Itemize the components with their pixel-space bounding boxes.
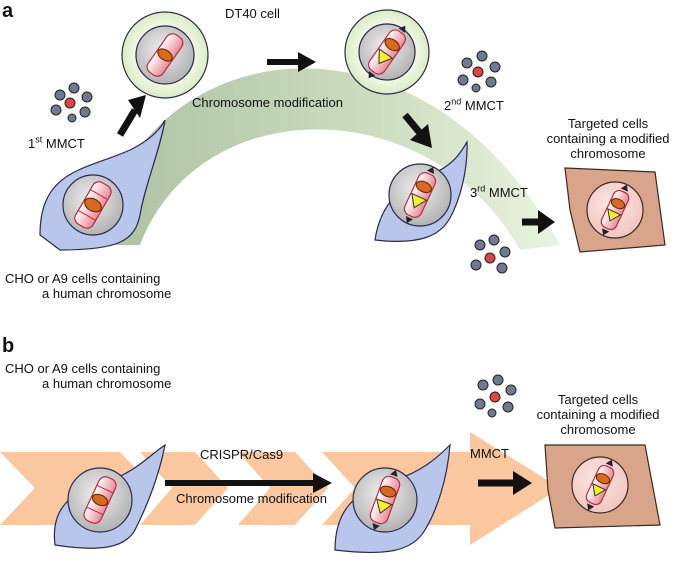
arrow-to-cho-2: [402, 112, 432, 148]
target-label-b-line1: Targeted cells: [557, 392, 639, 407]
target-cells-label-b: Targeted cells containing a modified chr…: [528, 392, 668, 437]
modification-label-b: Chromosome modification: [176, 491, 328, 506]
mmct-2-label: 2nd MMCT: [444, 96, 504, 113]
source-cells-label-a: CHO or A9 cells containing a human chrom…: [5, 271, 171, 301]
arrow-crispr: [165, 473, 332, 493]
microcells-b: [474, 374, 517, 418]
target-label-a-line1: Targeted cells: [567, 116, 649, 131]
dt40-cell-label: DT40 cell: [225, 6, 280, 21]
target-label-a-line3: chromosome: [570, 146, 646, 161]
source-label-a-line2: a human chromosome: [42, 286, 172, 301]
arrow-dt40-modify: [267, 52, 316, 72]
source-label-b-line1: CHO or A9 cells containing: [5, 361, 161, 376]
arrow-to-dt40: [116, 95, 146, 137]
target-cell-b: [544, 444, 661, 529]
panel-label-a: a: [2, 0, 14, 22]
target-label-b-line3: chromosome: [560, 422, 636, 437]
pathway-arc: [95, 68, 560, 250]
microcells-2: [457, 50, 501, 93]
mmct-label-b: MMCT: [470, 446, 509, 461]
target-cell-a: [564, 167, 666, 253]
modification-label-a: Chromosome modification: [192, 95, 344, 110]
target-label-a-line2: containing a modified: [546, 131, 670, 146]
microcells-3: [470, 234, 511, 274]
target-label-b-line2: containing a modified: [536, 407, 660, 422]
mmct-1-label: 1st MMCT: [28, 134, 85, 151]
source-cell-a: [39, 119, 166, 251]
source-cell-b: [53, 443, 166, 549]
arrow-mmct-b: [478, 471, 532, 495]
source-label-a-line1: CHO or A9 cells containing: [5, 271, 161, 286]
panel-label-b: b: [2, 335, 15, 357]
modified-cho-cell: [374, 140, 468, 242]
dt40-cell-1: [121, 11, 209, 99]
modified-cell-b: [334, 443, 451, 554]
source-label-b-line2: a human chromosome: [42, 376, 172, 391]
dt40-cell-2: [344, 9, 430, 95]
crispr-label: CRISPR/Cas9: [200, 447, 284, 462]
mmct-3-label: 3rd MMCT: [470, 183, 528, 200]
arrow-to-target-a: [522, 210, 555, 234]
microcells-1: [50, 82, 93, 123]
target-cells-label-a: Targeted cells containing a modified chr…: [538, 116, 678, 161]
source-cells-label-b: CHO or A9 cells containing a human chrom…: [5, 361, 171, 391]
